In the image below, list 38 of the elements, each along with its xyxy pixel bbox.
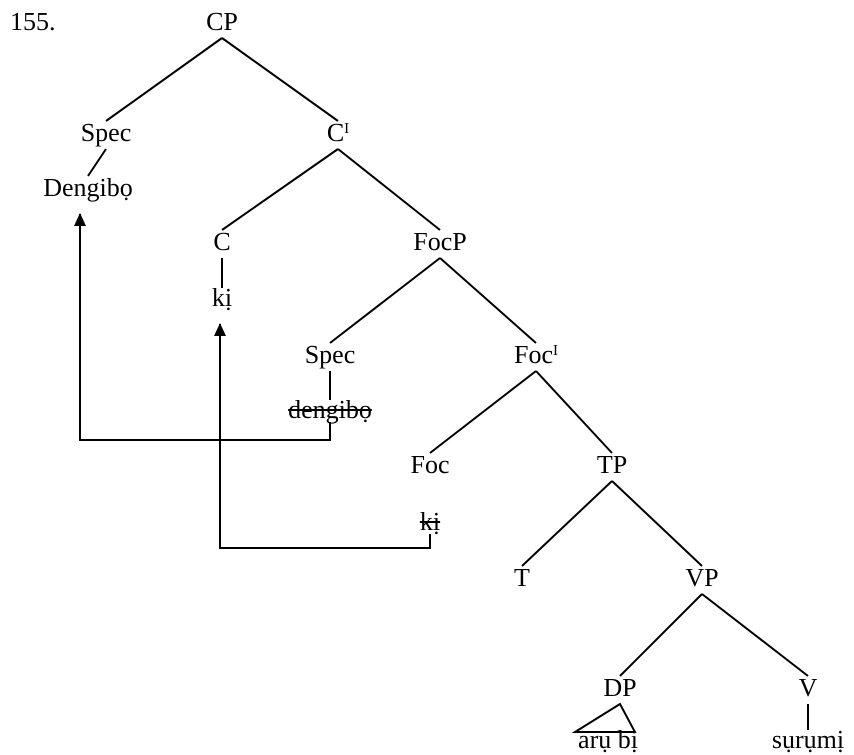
category-label: C$^{I}$ [326,119,350,147]
category-label: C [213,228,231,256]
tree-branch [329,257,441,344]
category-label: DP [603,674,637,702]
movement-arrow [74,213,331,441]
tree-branch [439,257,537,344]
tree-branch [221,258,223,288]
category-label: T [514,564,530,592]
movement-arrow [214,323,431,549]
trace-word: dengibọ [288,396,372,424]
tree-branch [807,704,809,730]
example-number: 155. [10,8,56,36]
word-label: sụrụmị [772,726,844,754]
tree-branch [701,593,809,677]
tree-branch [521,480,613,567]
tree-branch [87,148,107,177]
tree-branch [611,480,703,567]
tree-branch [535,370,613,454]
tree-branch [619,593,703,677]
category-label: FocP [413,228,467,256]
word-label: Dengibọ [43,174,133,202]
category-label: Foc [410,451,450,479]
triangle-roof [572,702,637,733]
tree-branch [105,37,223,122]
tree-branch [429,370,537,454]
category-label: VP [685,564,719,592]
trace-word: kị [420,508,440,536]
category-label: Spec [80,119,132,147]
word-label: kị [212,284,232,312]
category-label: Foc$^{I}$ [514,341,558,369]
tree-branch [221,37,339,122]
category-label: TP [596,451,628,479]
category-label: Spec [304,341,356,369]
tree-branch [221,148,339,231]
tree-branch [337,148,441,231]
category-label: CP [206,8,238,36]
category-label: V [798,674,818,702]
tree-branch [329,371,331,400]
